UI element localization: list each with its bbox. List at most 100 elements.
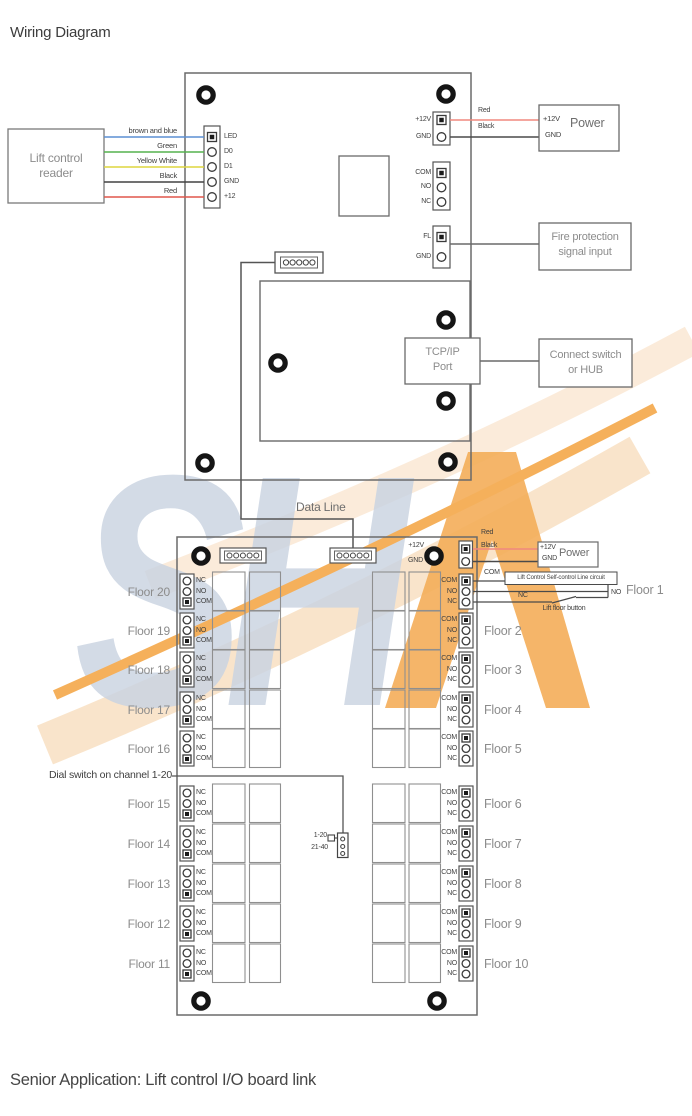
data-connector-lower-2 xyxy=(329,547,377,564)
relay-box xyxy=(371,728,406,769)
connector-pin xyxy=(309,259,316,266)
relay-box xyxy=(371,571,406,612)
connector-pin xyxy=(289,259,296,266)
floor-row-left-18 xyxy=(179,649,282,690)
lift-button-switch-blade xyxy=(551,595,577,604)
floor-row-left-12 xyxy=(179,903,282,944)
data-line-wire xyxy=(240,261,354,548)
connector-pin xyxy=(349,552,356,559)
relay-box xyxy=(371,943,406,984)
lower-board xyxy=(172,536,618,1016)
square-terminal-pad xyxy=(209,134,215,140)
floor-row-right-6 xyxy=(371,783,474,824)
upper-board xyxy=(7,72,633,548)
floor-row-right-10 xyxy=(371,943,474,984)
square-terminal-pad xyxy=(464,831,468,835)
relay-box xyxy=(408,571,442,612)
relay-box xyxy=(248,571,282,612)
relay-box xyxy=(371,610,406,651)
square-terminal-pad xyxy=(439,170,444,176)
relay-box xyxy=(211,823,246,864)
relay-box xyxy=(211,649,246,690)
floor-row-left-11 xyxy=(179,943,282,984)
relay-box xyxy=(211,903,246,944)
connector-pin xyxy=(239,552,246,559)
relay-box xyxy=(248,903,282,944)
square-terminal-pad xyxy=(464,657,468,661)
square-terminal-pad xyxy=(464,618,468,622)
circle-terminal xyxy=(182,664,192,675)
relay-box xyxy=(408,783,442,824)
relay-box xyxy=(211,689,246,730)
power-box-upper xyxy=(538,104,620,152)
circle-terminal xyxy=(182,586,192,597)
relay-box xyxy=(408,610,442,651)
square-terminal-pad xyxy=(439,117,444,123)
relay-box xyxy=(211,943,246,984)
circle-terminal xyxy=(436,182,447,193)
circle-terminal xyxy=(182,948,192,958)
relay-box xyxy=(371,903,406,944)
floor-row-left-15 xyxy=(179,783,282,824)
circle-terminal xyxy=(461,556,471,567)
tcpip-port-box xyxy=(404,337,481,385)
connector-pin xyxy=(363,552,370,559)
square-terminal-pad xyxy=(185,812,189,816)
floor-row-left-19 xyxy=(179,610,282,651)
circle-terminal xyxy=(182,615,192,625)
circle-terminal xyxy=(207,177,217,187)
square-terminal-pad xyxy=(185,852,189,856)
circle-terminal xyxy=(461,889,471,899)
circle-terminal xyxy=(461,597,471,607)
lift-control-reader-box xyxy=(7,128,105,204)
self-control-box xyxy=(504,571,618,585)
circle-terminal xyxy=(461,664,471,675)
floor-row-right-9 xyxy=(371,903,474,944)
data-connector-lower-1 xyxy=(219,547,267,564)
relay-box xyxy=(371,649,406,690)
dial-switch-wire xyxy=(172,775,344,833)
circle-terminal xyxy=(461,704,471,715)
relay-box xyxy=(371,823,406,864)
relay-box xyxy=(408,823,442,864)
circle-terminal xyxy=(182,733,192,743)
floor-row-right-5 xyxy=(371,728,474,769)
square-terminal-pad xyxy=(185,972,189,976)
mounting-holes-upper xyxy=(195,84,458,473)
circle-terminal xyxy=(182,958,192,969)
floor-row-right-2 xyxy=(371,610,474,651)
relay-box xyxy=(248,728,282,769)
relay-terminal-block-upper xyxy=(432,161,451,211)
circle-terminal xyxy=(461,625,471,636)
floor-row-left-16 xyxy=(179,728,282,769)
square-terminal-pad xyxy=(464,871,468,875)
relay-box xyxy=(211,571,246,612)
square-terminal-pad xyxy=(185,757,189,761)
connector-pin xyxy=(296,259,303,266)
jumper-cap-icon xyxy=(327,834,336,842)
relay-box xyxy=(211,610,246,651)
relay-box xyxy=(371,863,406,904)
circle-terminal xyxy=(461,586,471,597)
data-connector-upper xyxy=(274,251,324,274)
circle-terminal xyxy=(461,743,471,754)
hub-box xyxy=(538,338,633,388)
connector-pin xyxy=(282,259,290,266)
floor-row-left-14 xyxy=(179,823,282,864)
relay-box xyxy=(371,689,406,730)
relay-box xyxy=(248,783,282,824)
square-terminal-pad xyxy=(464,951,468,955)
circle-terminal xyxy=(461,636,471,646)
fire-terminal-block xyxy=(432,225,451,269)
circle-terminal xyxy=(182,625,192,636)
square-terminal-pad xyxy=(463,547,468,551)
watermark-letter-a xyxy=(385,452,590,708)
circle-terminal xyxy=(182,798,192,809)
connector-pin xyxy=(343,552,350,559)
square-terminal-pad xyxy=(185,600,189,604)
square-terminal-pad xyxy=(185,892,189,896)
watermark-pale-swoosh-lower xyxy=(37,436,651,765)
square-terminal-pad xyxy=(464,791,468,795)
